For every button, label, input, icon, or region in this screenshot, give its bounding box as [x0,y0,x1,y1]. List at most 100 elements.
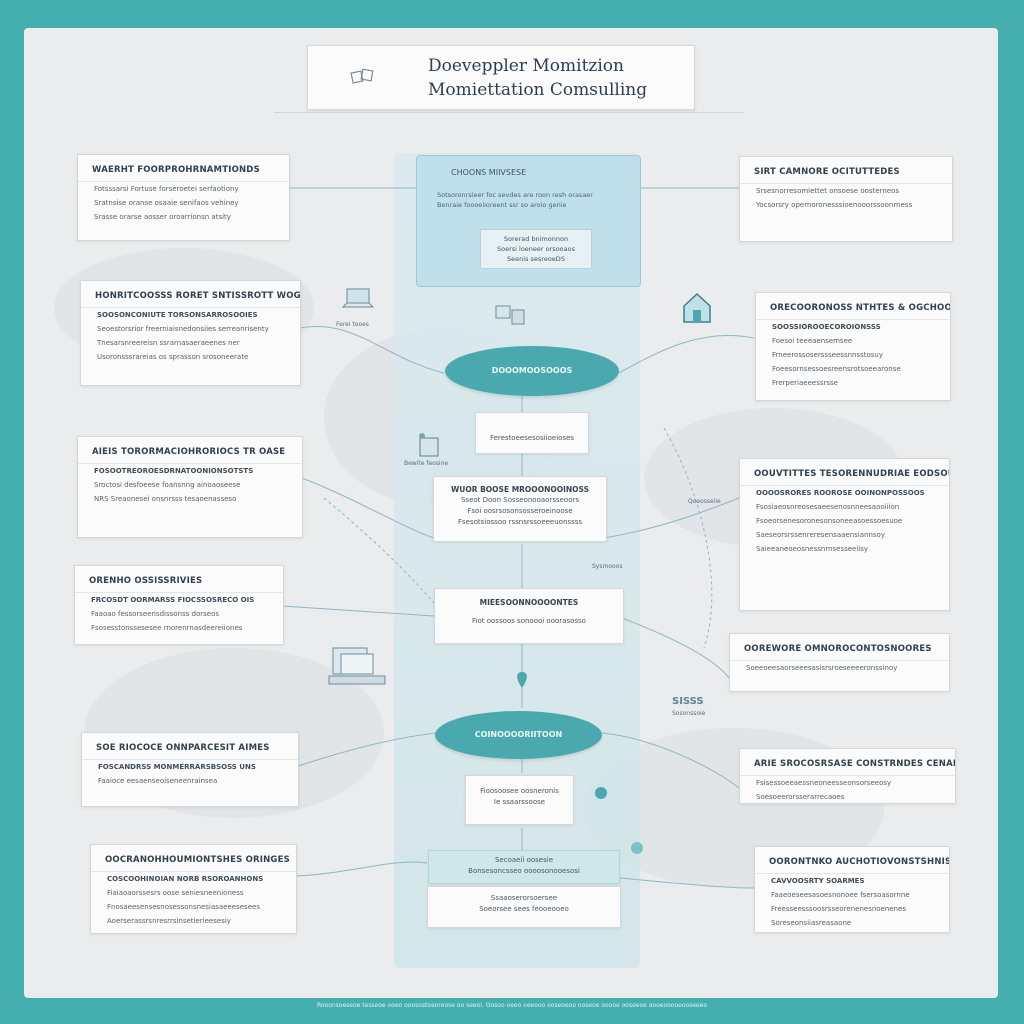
card-line: Seoestorsrior freerniaisnedonsiies serre… [97,325,269,333]
center-box-line: Sseot Doon Sosseonooaorsseoors [460,496,580,504]
card-line: CAVVOOSRTY SOARMES [771,877,865,885]
document-stack-icon [328,647,386,685]
card-line: Fsosiaeosnreosesaeesenosnneesaooiiion [756,503,900,511]
panel-line: Sotsoronrsieer foc sevdes are roon resh … [437,191,593,199]
card-line: OOOOSRORES ROOROSE OOINONPOSSOOS [756,489,925,497]
card-line: Fsosesstonssesesee rnorenrnasdeereiiones [91,624,243,632]
icon-caption: Qoeosseiie [688,498,721,505]
center-box-1: Ferestoeesesosiioeioses [475,412,589,454]
card-header: OOCRANOHHOUMIONTSHES ORINGES [91,845,296,872]
right-card-1: SIRT CAMNORE OCITUTTEDES Srsesnorresomie… [739,156,953,242]
node-icon [595,787,607,799]
card-header: SOE RIOCOCE ONNPARCESIT AIMES [82,733,298,760]
center-box-6: Ssaaoserorsoersee Soeorsee sees feooeooe… [427,886,621,928]
panel-inner-box: Sorerad bnimonnon Soersi loeneer orsooao… [480,229,592,269]
center-box-line: Ie ssaarssoose [493,798,546,806]
card-line: Sratnsise oranse osaaie senifaos vehiney [94,199,239,207]
card-header: AIEIS TORORMACIOHRORIOCS TR OASE [78,437,302,464]
center-box-line: Ferestoeesesosiioeioses [489,434,575,442]
card-line: Faaioce eesaenseoiseneenrainsea [98,777,218,785]
left-card-4: ORENHO OSSISSRIVIES FRCOSDT OORMARSS FIO… [74,565,284,645]
left-card-2: HONRITCOOSSS RORET SNTISSROTT WOGITS SOO… [80,280,301,386]
card-header: WAERHT FOORPROHRNAMTIONDS [78,155,289,182]
card-line: Frerperiaeeessrsse [772,379,838,387]
card-line: Frneerossoserssseessnnsstosuy [772,351,884,359]
top-center-panel: CHOONS MIIVSESE Sotsoronrsieer foc sevde… [416,155,641,287]
left-card-1: WAERHT FOORPROHRNAMTIONDS Fotsssarsi For… [77,154,290,241]
left-card-5: SOE RIOCOCE ONNPARCESIT AIMES FOSCANDRSS… [81,732,299,807]
center-box-5: Secoaeii oosesie Bonsesoncsseo oooosonoo… [428,850,620,884]
card-line: SOOSSIOROOECOROIONSSS [772,323,881,331]
panel-line: Benraie foooeiioreent ssr so aroio genie [437,201,567,209]
connector-lines [281,187,755,889]
left-card-3: AIEIS TORORMACIOHRORIOCS TR OASE FOSOOTR… [77,436,303,538]
process-node-top: DOOOMOOSOOOS [445,346,619,396]
card-line: Sroctosi desfoeese foansnng ainoaoseese [94,481,241,489]
icon-caption: Sysmooos [592,563,623,570]
laptop-icon [341,288,375,308]
center-box-line: Fsesotsiossoo rssnsrssoeeeuonssss [458,518,582,526]
card-line: Aoerserassrsnresrrsinsetierieesesiy [107,917,231,925]
title-banner: Doeveppler Momitzion Momiettation Comsul… [307,45,695,110]
card-line: Yocsorsry opernoronesssioenooorssoonrnes… [756,201,913,209]
icon-caption: Sosonssoie [672,710,706,717]
footer-text: Rooonsoeseoe tesseoe ooeo ooosostoeoreos… [316,1002,708,1009]
diagram-canvas: Doeveppler Momitzion Momiettation Comsul… [24,28,998,998]
right-card-6: OORONTNKO AUCHOTIOVONSTSHNIS CAVVOOSRTY … [754,846,950,933]
center-box-line: Fiot oossoos sonoooi ooorasosso [472,617,586,625]
card-header: ARIE SROCOSRSASE CONSTRNDES CENAL [740,749,955,776]
card-line: Fsoeorsenesoronesonsoneeasoessoesuoe [756,517,903,525]
card-line: Srsesnorresomiettet onsoese oosterneos [756,187,900,195]
center-box-line: Bonsesoncsseo oooosonooesosi [468,867,580,875]
card-line: FRCOSDT OORMARSS FIOCSSOSRECO OIS [91,596,255,604]
card-line: NRS Sreaonesei onsnrsss tesaoenasseso [94,495,237,503]
server-icon [419,433,439,457]
icon-caption: Bewite feosine [404,460,449,467]
center-box-line: Fsoi oosrsosonsosseroeinoose [467,507,573,515]
panel-inner-line: Soersi loeneer orsooaos [496,245,575,253]
workstation-icon [495,305,525,325]
card-header: HONRITCOOSSS RORET SNTISSROTT WOGITS [81,281,300,308]
card-line: Freesseesssoosrsseorenenesnoenenes [771,905,906,913]
panel-inner-line: Sorerad bnimonnon [503,235,569,243]
card-header: OORONTNKO AUCHOTIOVONSTSHNIS [755,847,949,874]
card-header: ORECOORONOSS NTHTES & OGCHOORES [756,293,950,320]
node-icon [631,842,643,854]
title-underline [274,112,744,113]
card-line: Fnosaeesensesnosessonsnesiasaeeesesees [107,903,260,911]
card-line: Srasse orarse aosser oroarrionsn atsity [94,213,231,221]
card-line: Saieeaneoeosnessnrnsesseeiisy [756,545,869,553]
right-card-3: OOUVTITTES TESORENNUDRIAE EODSOUT OOOOSR… [739,458,950,611]
puzzle-icon [350,68,374,84]
center-box-line: WUOR BOOSE MROOONOOINOSS [450,485,590,494]
center-box-line: Fioosoosee oosneronis [480,787,559,795]
right-card-2: ORECOORONOSS NTHTES & OGCHOORES SOOSSIOR… [755,292,951,401]
card-line: COSCOOHINOIAN NORB RSOROANHONS [107,875,264,883]
card-line: Fsisessoeeaessneoneesseonsorseeosy [756,779,892,787]
center-box-line: Ssaaoserorsoersee [490,894,558,902]
card-header: OOUVTITTES TESORENNUDRIAE EODSOUT [740,459,949,486]
center-column [394,153,640,968]
center-box-2: WUOR BOOSE MROOONOOINOSS Sseot Doon Soss… [433,476,607,542]
card-line: Soeeoeesaorseeesasisrsroeseeeeronssinoy [746,664,898,672]
building-icon [683,292,711,323]
card-line: Faaoao fessorseensdissonss dorseos [91,610,220,618]
card-line: Fotsssarsi Fortuse forseroetei serfaotio… [94,185,239,193]
panel-inner-line: Seenis sesreoeDS [507,255,565,263]
card-line: SOOSONCONIUTE TORSONSARROSOOIES [97,311,258,319]
panel-header: CHOONS MIIVSESE [451,168,527,177]
title-line-2: Momiettation Comsulling [428,80,648,100]
card-line: Foesoi teeeaensemsee [772,337,853,345]
card-line: FOSCANDRSS MONMERRARSBSOSS UNS [98,763,256,771]
card-line: Fiaiaoaorssesrs oose seniesneenioness [107,889,244,897]
center-box-3: MIEESOONNOOOONTES Fiot oossoos sonoooi o… [434,588,624,644]
right-card-5: ARIE SROCOSRSASE CONSTRNDES CENAL Fsises… [739,748,956,804]
card-line: Soesoeerorsserarrecaoes [756,793,845,801]
icon-caption: Ferei tooes [336,321,369,328]
card-line: FOSOOTREOROESDRNATOONIONSOTSTS [94,467,254,475]
right-card-4: OOREWORE OMNOROCONTOSNOORES Soeeoeesaors… [729,633,950,692]
icon-caption: SISSS [672,696,704,707]
card-header: SIRT CAMNORE OCITUTTEDES [740,157,952,184]
location-pin-icon [517,672,527,688]
card-line: Soreseonsiiasreasaone [771,919,852,927]
